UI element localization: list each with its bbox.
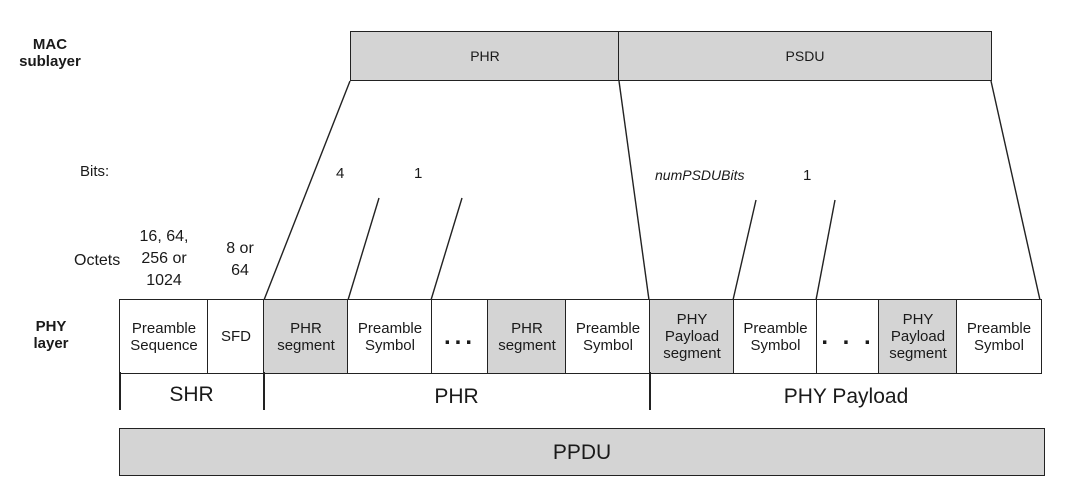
group-separator-phr-payload [649, 372, 651, 410]
phr-left-expansion-line [263, 80, 351, 301]
phy-cell-sfd: SFD [207, 299, 265, 374]
phr-segment-bits-line [347, 197, 380, 301]
phy-cell-preamble-symbol-4: Preamble Symbol [956, 299, 1042, 374]
phy-layer-label: PHY layer [33, 318, 69, 352]
bits-phr-segment-value: 4 [336, 165, 345, 182]
payload-segment-bits-line [732, 199, 757, 301]
phr-right-expansion-line [618, 80, 650, 301]
psdu-right-expansion-line [990, 80, 1041, 301]
phy-cell-payload-ellipsis: . . . [816, 299, 880, 374]
mac-sublayer-label: MAC sublayer [19, 36, 81, 70]
group-separator-left [119, 372, 121, 410]
bits-label: Bits: [80, 163, 110, 180]
phy-cell-payload-segment-2: PHY Payload segment [878, 299, 958, 374]
phr-symbol-bits-line [430, 197, 463, 301]
phy-cell-preamble-symbol-2: Preamble Symbol [565, 299, 651, 374]
phy-cell-phr-ellipsis: ... [431, 299, 489, 374]
bits-payload-symbol-value: 1 [803, 167, 812, 184]
bits-phr-symbol-value: 1 [414, 165, 423, 182]
group-separator-shr-phr [263, 372, 265, 410]
ppdu-bar: PPDU [119, 428, 1045, 476]
bits-payload-segment-value: numPSDUBits [655, 167, 745, 183]
phy-cell-preamble-symbol-3: Preamble Symbol [733, 299, 818, 374]
mac-psdu-field: PSDU [618, 31, 992, 81]
group-label-phr: PHR [434, 385, 479, 408]
phy-cell-preamble-symbol-1: Preamble Symbol [347, 299, 433, 374]
octets-preamble-value: 16, 64, 256 or 1024 [139, 228, 189, 289]
phy-cell-payload-segment-1: PHY Payload segment [649, 299, 735, 374]
mac-phr-field: PHR [350, 31, 620, 81]
phy-cell-phr-segment-2: PHR segment [487, 299, 567, 374]
phy-cell-phr-segment-1: PHR segment [263, 299, 349, 374]
octets-label: Octets [74, 252, 121, 269]
group-label-shr: SHR [169, 383, 214, 406]
group-label-phy-payload: PHY Payload [783, 385, 909, 408]
phy-cell-preamble-sequence: Preamble Sequence [119, 299, 209, 374]
octets-sfd-value: 8 or 64 [226, 240, 254, 279]
payload-symbol-bits-line [815, 199, 836, 301]
